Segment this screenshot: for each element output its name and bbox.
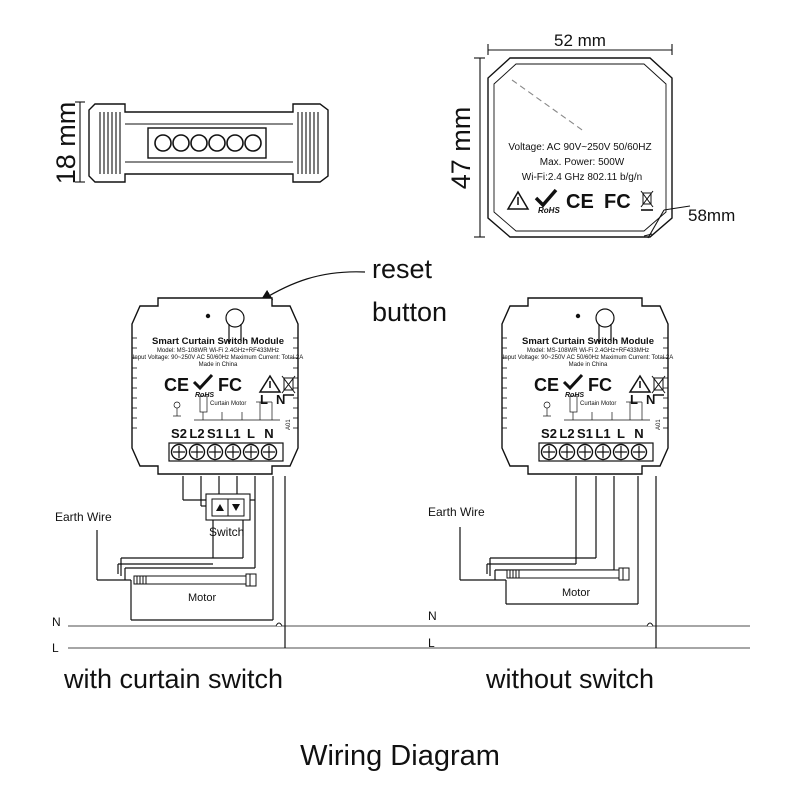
- module-left-terminal-s1: S1: [207, 426, 223, 441]
- label-max-power: Max. Power: 500W: [540, 157, 625, 168]
- reset-button-callout: reset button: [259, 254, 447, 327]
- module-left-model: Model: MS-108WR Wi-Fi 2.4GHz+RF433MHz: [157, 348, 279, 354]
- module-right-code: A01: [656, 419, 662, 430]
- module-left-terminal-l1: L1: [225, 426, 240, 441]
- module-left-terminal-s2: S2: [171, 426, 187, 441]
- module-right-terminal-l: L: [617, 426, 625, 441]
- module-left-terminal-l: L: [247, 426, 255, 441]
- module-right: Smart Curtain Switch Module Model: MS-10…: [500, 296, 674, 476]
- module-right-curtain-motor: Curtain Motor: [580, 401, 616, 407]
- module-right-rohs: RoHS: [565, 392, 584, 399]
- module-left-fc: FC: [218, 375, 242, 395]
- left-wires: [96, 476, 286, 648]
- module-left-terminal-n: N: [264, 426, 273, 441]
- side-view: 18 mm: [51, 101, 329, 185]
- module-right-title: Smart Curtain Switch Module: [522, 336, 654, 347]
- label-wifi: Wi-Fi:2.4 GHz 802.11 b/g/n: [522, 172, 642, 183]
- module-right-terminal-s1: S1: [577, 426, 593, 441]
- module-right-made: Made in China: [569, 362, 608, 368]
- module-left-curtain-motor: Curtain Motor: [210, 401, 246, 407]
- fc-mark: FC: [604, 191, 631, 213]
- switch-down-icon: [232, 504, 240, 511]
- module-right-input: Input Voltage: 90~250V AC 50/60Hz Maximu…: [503, 355, 674, 361]
- module-left-l-mark: L: [260, 392, 268, 407]
- reset-label-line1: reset: [372, 254, 433, 284]
- live-label-right: L: [428, 636, 435, 650]
- module-right-terminal-s2: S2: [541, 426, 557, 441]
- module-right-fc: FC: [588, 375, 612, 395]
- module-left-title: Smart Curtain Switch Module: [152, 336, 284, 347]
- module-left-made: Made in China: [199, 362, 238, 368]
- module-right-terminal-l1: L1: [595, 426, 610, 441]
- switch-up-icon: [216, 504, 224, 511]
- module-right-ce: CE: [534, 375, 559, 395]
- front-view: 52 mm 47 mm 58mm Voltage: AC 90V~250V 50…: [446, 31, 735, 239]
- live-label-left: L: [52, 641, 59, 655]
- neutral-label-left: N: [52, 615, 61, 629]
- label-cert-icons: RoHS CE FC: [506, 188, 654, 215]
- module-left: Smart Curtain Switch Module Model: MS-10…: [130, 296, 304, 476]
- caption-without-switch: without switch: [485, 664, 654, 694]
- rohs-label: RoHS: [538, 206, 560, 215]
- module-right-model: Model: MS-108WR Wi-Fi 2.4GHz+RF433MHz: [527, 348, 649, 354]
- ce-mark: CE: [566, 191, 594, 213]
- earth-wire-label-left: Earth Wire: [55, 510, 112, 524]
- module-right-terminal-n: N: [634, 426, 643, 441]
- module-right-n-mark: N: [646, 392, 655, 407]
- side-connector-holes: [154, 134, 262, 152]
- module-right-terminal-l2: L2: [559, 426, 574, 441]
- label-voltage: Voltage: AC 90V~250V 50/60HZ: [508, 142, 651, 153]
- neutral-label-right: N: [428, 609, 437, 623]
- motor-label-right: Motor: [562, 587, 590, 599]
- wiring-without-switch: Earth Wire Motor: [428, 476, 657, 648]
- wiring-with-switch: Switch Earth Wire Motor: [55, 476, 286, 648]
- module-right-l-mark: L: [630, 392, 638, 407]
- depth-dimension-label: 18 mm: [51, 102, 81, 185]
- diagram-title: Wiring Diagram: [300, 740, 500, 772]
- height-dimension-label: 47 mm: [446, 107, 476, 190]
- warning-icon: [506, 190, 530, 210]
- earth-wire-label-right: Earth Wire: [428, 505, 485, 519]
- motor-label-left: Motor: [188, 592, 216, 604]
- mains-lines: N L N L: [52, 609, 750, 655]
- module-left-code: A01: [286, 419, 292, 430]
- rohs-check-icon: [534, 188, 558, 208]
- right-wires: [459, 476, 657, 648]
- width-dimension-label: 52 mm: [554, 31, 606, 50]
- module-left-terminal-l2: L2: [189, 426, 204, 441]
- wall-switch: [205, 493, 251, 521]
- module-left-rohs: RoHS: [195, 392, 214, 399]
- reset-label-line2: button: [372, 297, 447, 327]
- weee-bin-icon: [640, 190, 654, 211]
- caption-with-switch: with curtain switch: [63, 664, 283, 694]
- switch-label-left: Switch: [209, 525, 244, 539]
- module-left-input: Input Voltage: 90~250V AC 50/60Hz Maximu…: [133, 355, 304, 361]
- module-left-n-mark: N: [276, 392, 285, 407]
- module-left-ce: CE: [164, 375, 189, 395]
- diagonal-dimension-label: 58mm: [688, 206, 735, 225]
